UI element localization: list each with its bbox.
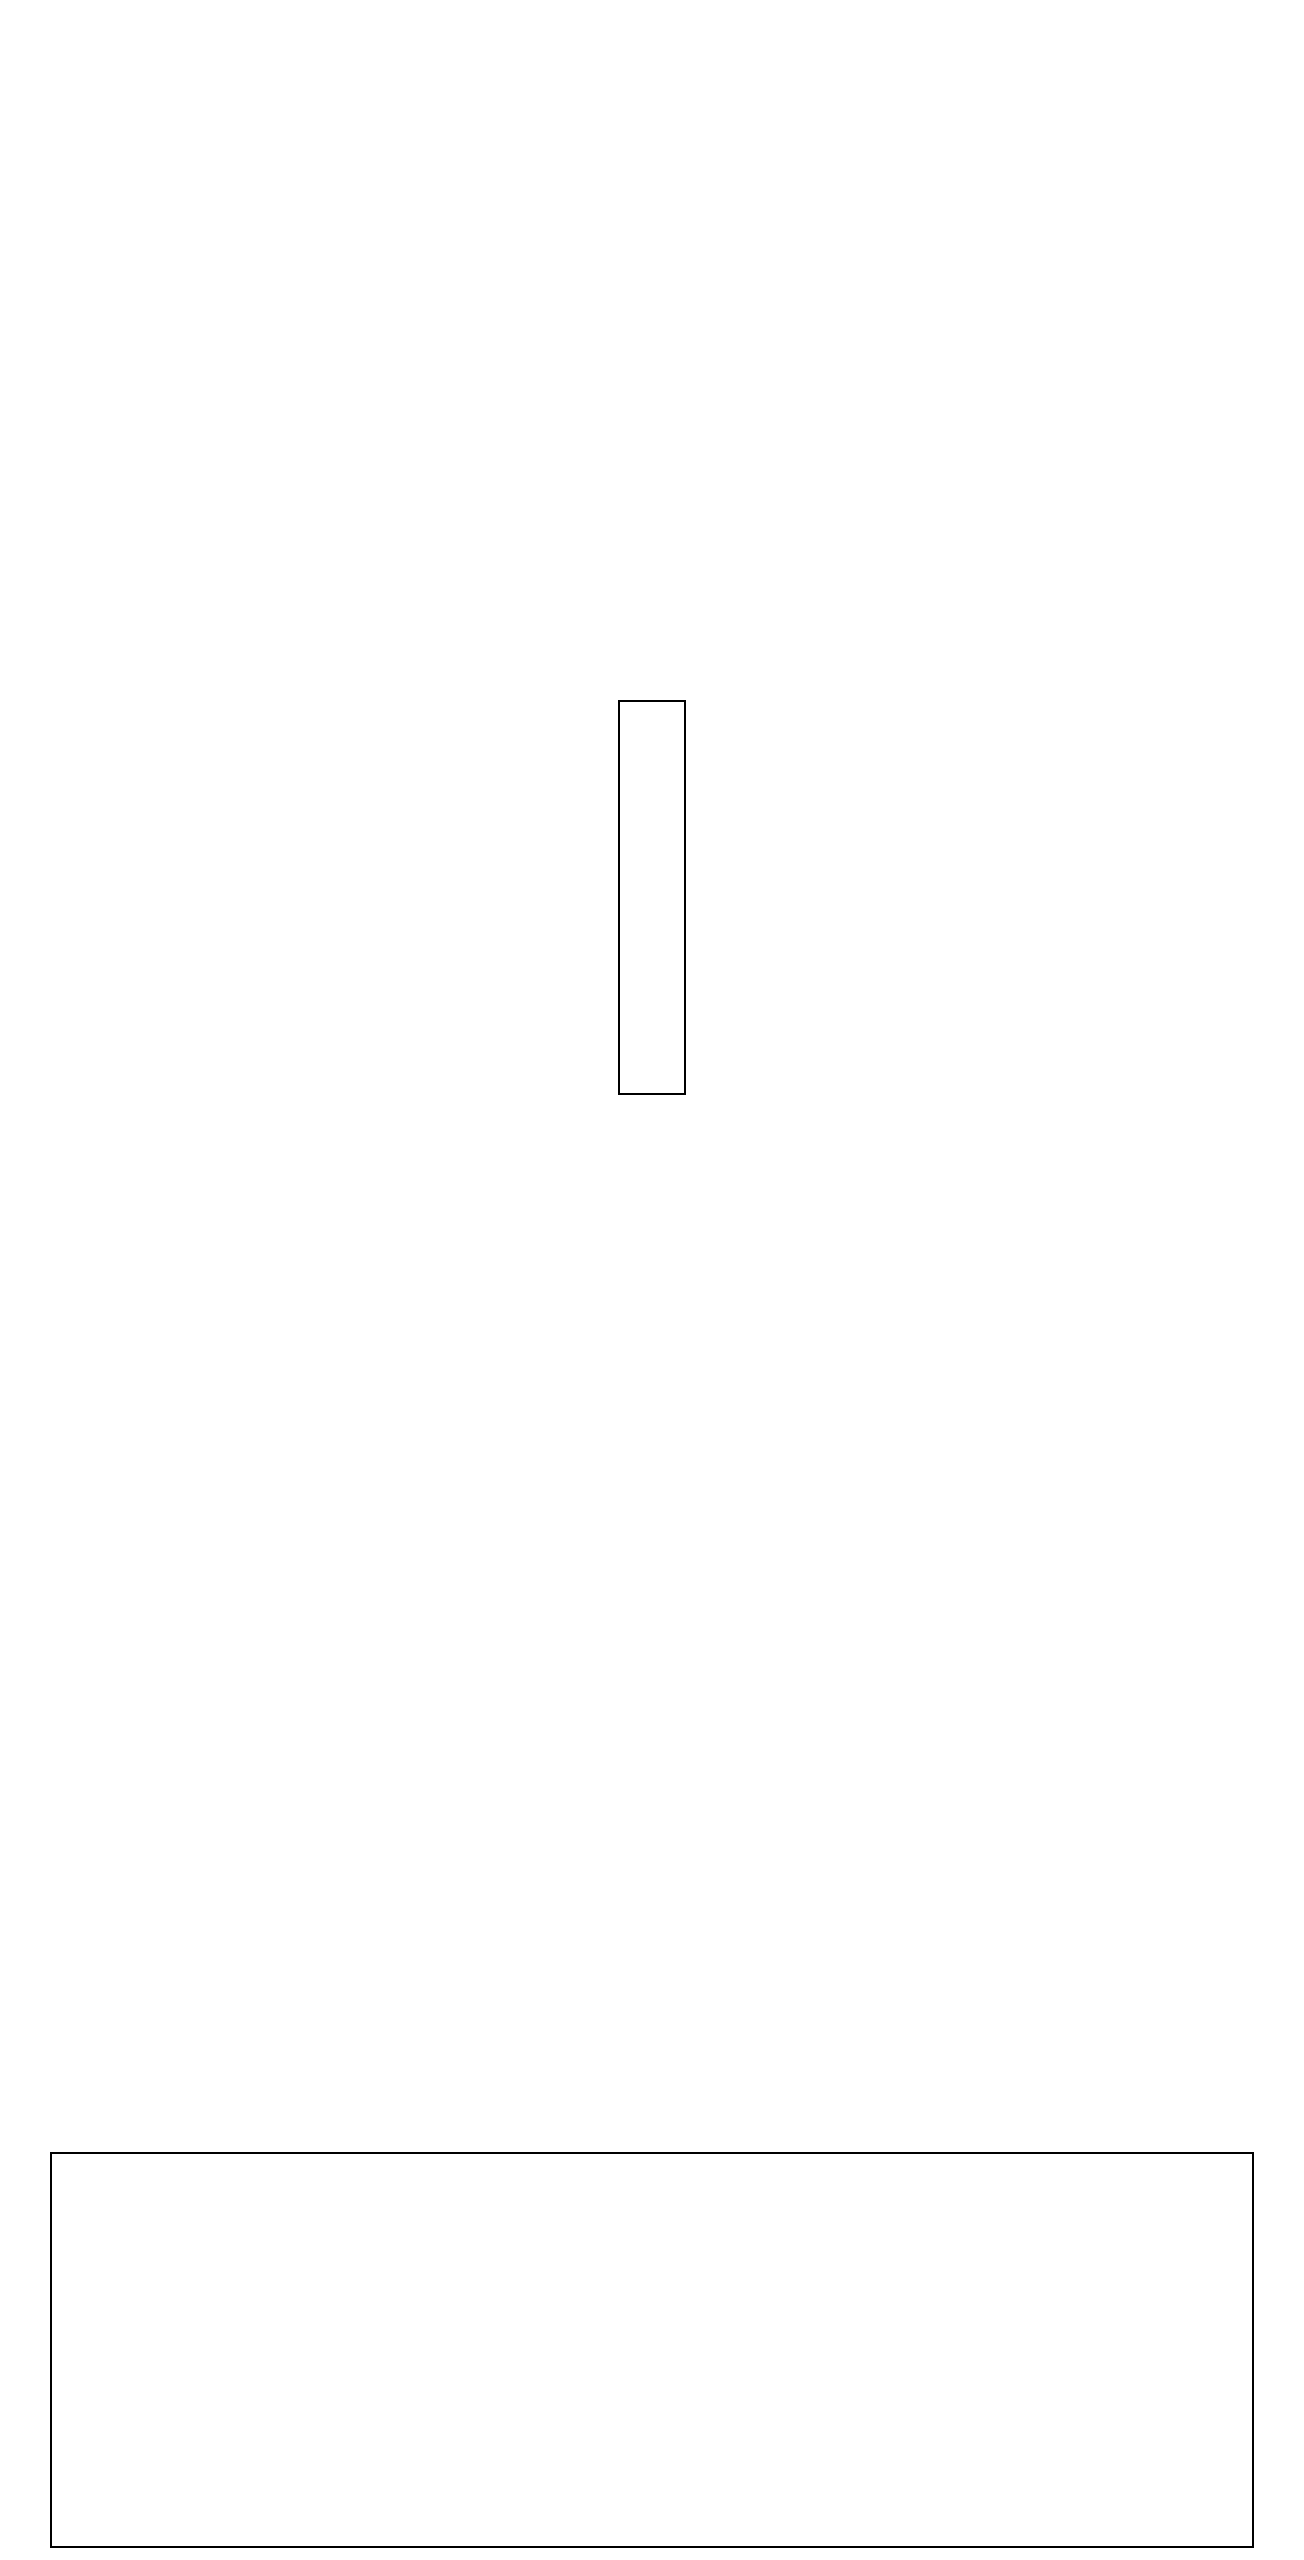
champion-box bbox=[618, 700, 686, 1095]
info-box bbox=[50, 2152, 1254, 2548]
